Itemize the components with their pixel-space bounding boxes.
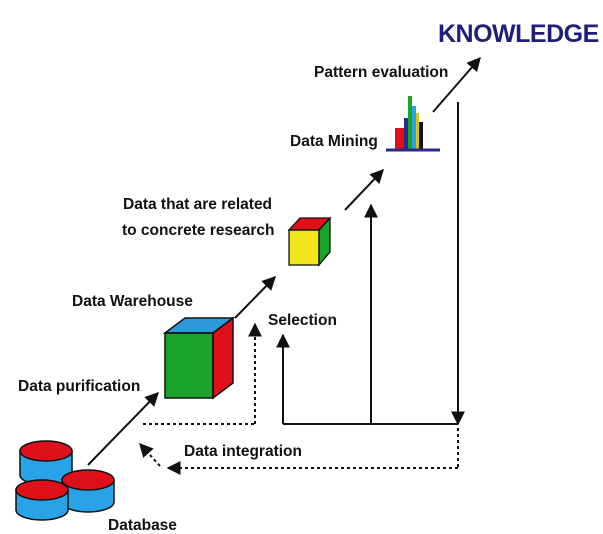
arrow-related-to-mining (344, 168, 384, 211)
arrow-warehouse-to-related (234, 275, 276, 319)
label-selection: Selection (268, 312, 337, 329)
data-warehouse-cube-icon (162, 316, 236, 400)
label-related-line2: to concrete research (122, 222, 275, 239)
integration-dotted-lines (139, 322, 459, 475)
knowledge-title: KNOWLEDGE (438, 20, 599, 48)
arrow-db-to-warehouse (87, 391, 159, 466)
label-pattern-evaluation: Pattern evaluation (314, 64, 448, 81)
mining-bar-chart-icon (386, 96, 440, 152)
feedback-lines (276, 102, 465, 426)
database-icon (15, 440, 115, 521)
flow-arrows (87, 56, 481, 466)
arrow-mining-to-knowledge (432, 56, 481, 113)
db-cylinder-bottom-left (15, 479, 69, 521)
related-data-cube-icon (287, 216, 332, 267)
label-data-warehouse: Data Warehouse (72, 293, 193, 310)
label-data-integration: Data integration (184, 443, 302, 460)
label-data-mining: Data Mining (290, 133, 378, 150)
label-data-purification: Data purification (18, 378, 140, 395)
db-cylinder-top-left (19, 440, 73, 486)
db-cylinder-right (61, 469, 115, 513)
label-database: Database (108, 517, 177, 534)
label-related-line1: Data that are related (123, 196, 272, 213)
